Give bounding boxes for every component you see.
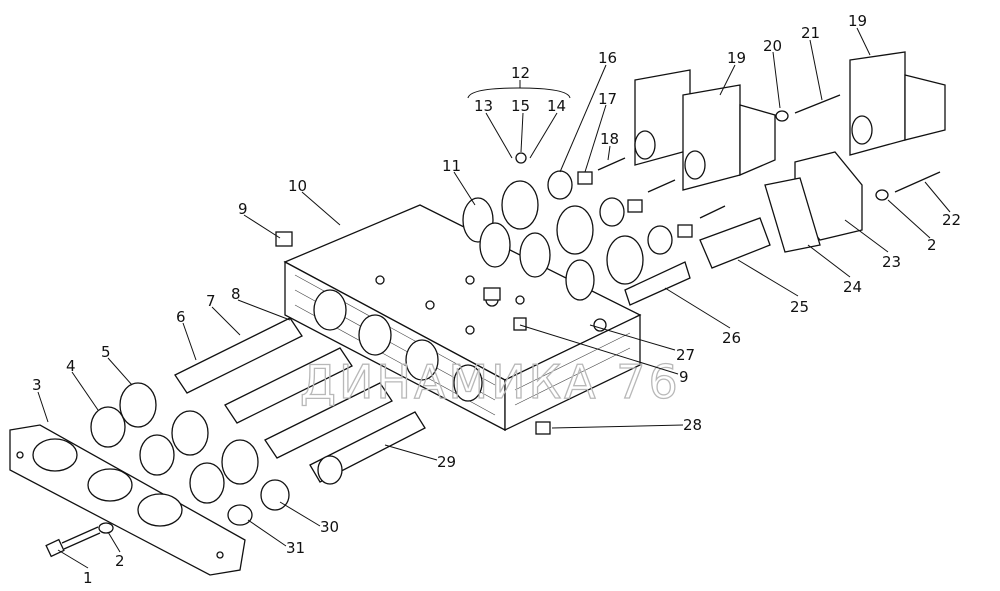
callout-30: 30 xyxy=(320,518,339,536)
washer-20 xyxy=(775,110,789,122)
callout-23: 23 xyxy=(882,253,901,271)
callout-6: 6 xyxy=(176,308,186,326)
bolt-22 xyxy=(894,171,941,193)
leader-lines xyxy=(37,27,951,569)
o-rings-left xyxy=(90,406,253,526)
callout-2b: 2 xyxy=(927,236,937,254)
bolt xyxy=(45,526,101,558)
callout-9b: 9 xyxy=(679,368,689,386)
solenoid-coils xyxy=(634,51,946,191)
callout-19b: 19 xyxy=(848,12,867,30)
callout-15: 15 xyxy=(511,97,530,115)
valve-body xyxy=(283,204,642,432)
callout-29: 29 xyxy=(437,453,456,471)
callout-27: 27 xyxy=(676,346,695,364)
plug-28 xyxy=(535,421,551,435)
callout-18: 18 xyxy=(600,130,619,148)
callout-5: 5 xyxy=(101,343,111,361)
callout-21: 21 xyxy=(801,24,820,42)
callout-25: 25 xyxy=(790,298,809,316)
callout-9: 9 xyxy=(238,200,248,218)
callout-2: 2 xyxy=(115,552,125,570)
rear-spool-parts xyxy=(462,152,693,301)
bolt-21 xyxy=(794,94,841,114)
callout-3: 3 xyxy=(32,376,42,394)
watermark: ДИНАМИКА 76 xyxy=(300,355,681,409)
callout-1: 1 xyxy=(83,569,93,587)
callout-12: 12 xyxy=(511,64,530,82)
callout-14: 14 xyxy=(547,97,566,115)
gasket-plate xyxy=(9,424,246,576)
callout-19a: 19 xyxy=(727,49,746,67)
callout-8: 8 xyxy=(231,285,241,303)
callout-16: 16 xyxy=(598,49,617,67)
callout-10: 10 xyxy=(288,177,307,195)
pins xyxy=(597,157,726,219)
callout-4: 4 xyxy=(66,357,76,375)
washer-2b xyxy=(875,189,889,201)
callout-20: 20 xyxy=(763,37,782,55)
callout-17: 17 xyxy=(598,90,617,108)
washer xyxy=(98,522,114,534)
callout-28: 28 xyxy=(683,416,702,434)
spring xyxy=(624,261,691,306)
callout-22: 22 xyxy=(942,211,961,229)
cover-gasket xyxy=(764,177,821,253)
callout-24: 24 xyxy=(843,278,862,296)
callout-13: 13 xyxy=(474,97,493,115)
callout-7: 7 xyxy=(206,292,216,310)
sleeve xyxy=(699,217,771,269)
callout-31: 31 xyxy=(286,539,305,557)
callout-26: 26 xyxy=(722,329,741,347)
spools xyxy=(174,317,426,485)
plug-9 xyxy=(275,231,293,247)
callout-labels: 1 2 3 4 5 6 7 8 9 10 11 12 13 14 15 16 1… xyxy=(32,12,961,587)
end-caps xyxy=(119,382,290,511)
callout-11: 11 xyxy=(442,157,461,175)
